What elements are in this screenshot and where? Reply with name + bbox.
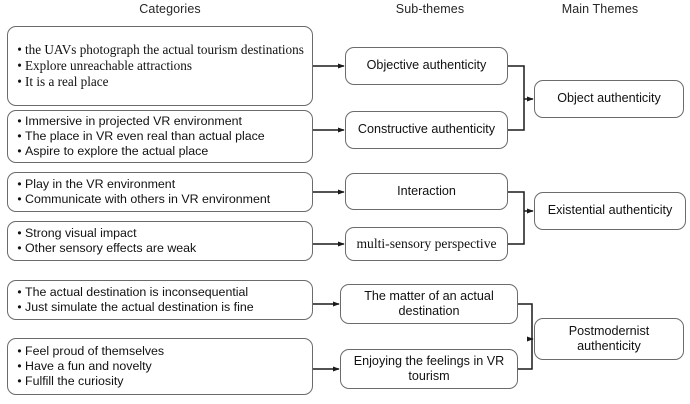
bullet-item: • The actual destination is inconsequent… [14, 285, 304, 300]
category-box-1[interactable]: • the UAVs photograph the actual tourism… [7, 26, 313, 106]
bullet-dot-icon: • [17, 343, 22, 358]
sub-theme-box-1[interactable]: Objective authenticity [345, 47, 508, 85]
bullet-item: • Explore unreachable attractions [14, 58, 304, 74]
bullet-item: • Have a fun and novelty [14, 359, 304, 374]
bullet-item: • Other sensory effects are weak [14, 241, 304, 256]
category-box-3[interactable]: • Play in the VR environment • Communica… [7, 172, 313, 212]
sub-theme-box-3[interactable]: Interaction [345, 173, 508, 210]
bullet-dot-icon: • [17, 176, 22, 191]
bullet-item: • The place in VR even real than actual … [14, 129, 304, 144]
bullet-dot-icon: • [17, 128, 22, 143]
bullet-item: • Strong visual impact [14, 226, 304, 241]
bullet-item: • It is a real place [14, 74, 304, 90]
bullet-item: • Aspire to explore the actual place [14, 144, 304, 159]
column-header-categories: Categories [139, 2, 201, 16]
main-theme-box-3[interactable]: Postmodernist authenticity [534, 318, 684, 360]
bullet-dot-icon: • [17, 300, 22, 314]
sub-theme-box-6[interactable]: Enjoying the feelings in VR tourism [340, 349, 518, 389]
bullet-dot-icon: • [17, 374, 22, 389]
bullet-dot-icon: • [17, 113, 22, 128]
bracket-object-authenticity [508, 65, 525, 131]
category-box-2[interactable]: • Immersive in projected VR environment … [7, 110, 313, 163]
column-header-sub-themes: Sub-themes [395, 2, 465, 16]
bullet-dot-icon: • [17, 74, 22, 90]
bullet-item: • Immersive in projected VR environment [14, 114, 304, 129]
bullet-dot-icon: • [17, 358, 22, 373]
bullet-dot-icon: • [17, 192, 22, 206]
bullet-item: • Communicate with others in VR environm… [14, 192, 304, 207]
sub-theme-box-4[interactable]: multi-sensory perspective [345, 227, 508, 261]
bullet-dot-icon: • [17, 57, 22, 73]
bullet-item: • the UAVs photograph the actual tourism… [14, 42, 304, 58]
sub-theme-box-5[interactable]: The matter of an actual destination [340, 284, 518, 324]
bracket-postmodernist-authenticity [518, 303, 533, 370]
bullet-dot-icon: • [17, 241, 22, 255]
bullet-item: • Just simulate the actual destination i… [14, 300, 304, 315]
bullet-item: • Feel proud of themselves [14, 344, 304, 359]
main-theme-box-1[interactable]: Object authenticity [534, 80, 684, 118]
bullet-item: • Fulfill the curiosity [14, 374, 304, 389]
bracket-existential-authenticity [508, 191, 525, 245]
bullet-item: • Play in the VR environment [14, 177, 304, 192]
bullet-dot-icon: • [17, 284, 22, 299]
category-box-5[interactable]: • The actual destination is inconsequent… [7, 280, 313, 320]
main-theme-box-2[interactable]: Existential authenticity [534, 192, 686, 230]
category-box-6[interactable]: • Feel proud of themselves • Have a fun … [7, 338, 313, 395]
bullet-dot-icon: • [17, 225, 22, 240]
bullet-dot-icon: • [17, 41, 22, 57]
column-header-main-themes: Main Themes [561, 2, 639, 16]
category-box-4[interactable]: • Strong visual impact • Other sensory e… [7, 221, 313, 261]
sub-theme-box-2[interactable]: Constructive authenticity [345, 111, 508, 149]
bullet-dot-icon: • [17, 144, 22, 159]
